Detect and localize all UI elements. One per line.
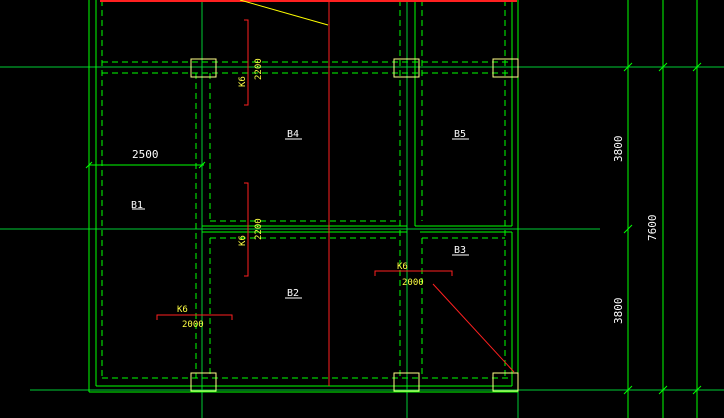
- rebar-length-right: 2000: [402, 278, 424, 288]
- column-1-1: [190, 58, 217, 78]
- rebar-diagonal: [432, 283, 515, 373]
- panel-label-b4: B4: [287, 129, 299, 140]
- dimension-right: [623, 0, 702, 418]
- rebar-code-middle: K6: [238, 235, 248, 246]
- column-2-3: [492, 372, 519, 392]
- dim-tick-1c: [623, 385, 633, 395]
- outer-walls: [88, 0, 519, 393]
- panel-label-b5: B5: [454, 129, 466, 140]
- rebar-k6-middle: [244, 182, 249, 277]
- dim-tick-3a: [692, 62, 702, 72]
- dim-tick-right: [198, 161, 206, 169]
- rebar-length-left: 2000: [182, 320, 204, 330]
- rebar-length-top: 2200: [254, 58, 264, 80]
- rebar-k6-right: [374, 270, 453, 276]
- panel-label-b3: B3: [454, 245, 466, 256]
- dim-tick-left: [85, 161, 93, 169]
- rebar-length-middle: 2200: [254, 218, 264, 240]
- dim-tick-3c: [692, 385, 702, 395]
- columns: [190, 58, 519, 392]
- panel-label-b1: B1: [131, 200, 143, 211]
- dimension-label-3800-upper: 3800: [612, 136, 625, 163]
- column-2-2: [393, 372, 420, 392]
- dim-tick-2a: [658, 62, 668, 72]
- column-1-3: [492, 58, 519, 78]
- rebar-code-top: K6: [238, 76, 248, 87]
- rebar-code-right: K6: [397, 262, 408, 272]
- rebar-k6-left: [156, 314, 233, 320]
- panel-markers: [132, 138, 469, 299]
- rebar-k6-top: [244, 19, 249, 106]
- dimension-label-7600: 7600: [646, 215, 659, 242]
- rebar-code-left: K6: [177, 305, 188, 315]
- dimension-label-2500: 2500: [132, 148, 159, 161]
- dim-tick-1b: [623, 224, 633, 234]
- dim-tick-1a: [623, 62, 633, 72]
- column-2-1: [190, 372, 217, 392]
- dimension-label-3800-lower: 3800: [612, 298, 625, 325]
- rebar-lines: [156, 0, 515, 386]
- dimension-top: [85, 161, 206, 169]
- panel-label-b2: B2: [287, 288, 299, 299]
- diagonal-yellow-line: [239, 0, 329, 26]
- dim-tick-2c: [658, 385, 668, 395]
- dashed-beams: [101, 0, 508, 379]
- column-1-2: [393, 58, 420, 78]
